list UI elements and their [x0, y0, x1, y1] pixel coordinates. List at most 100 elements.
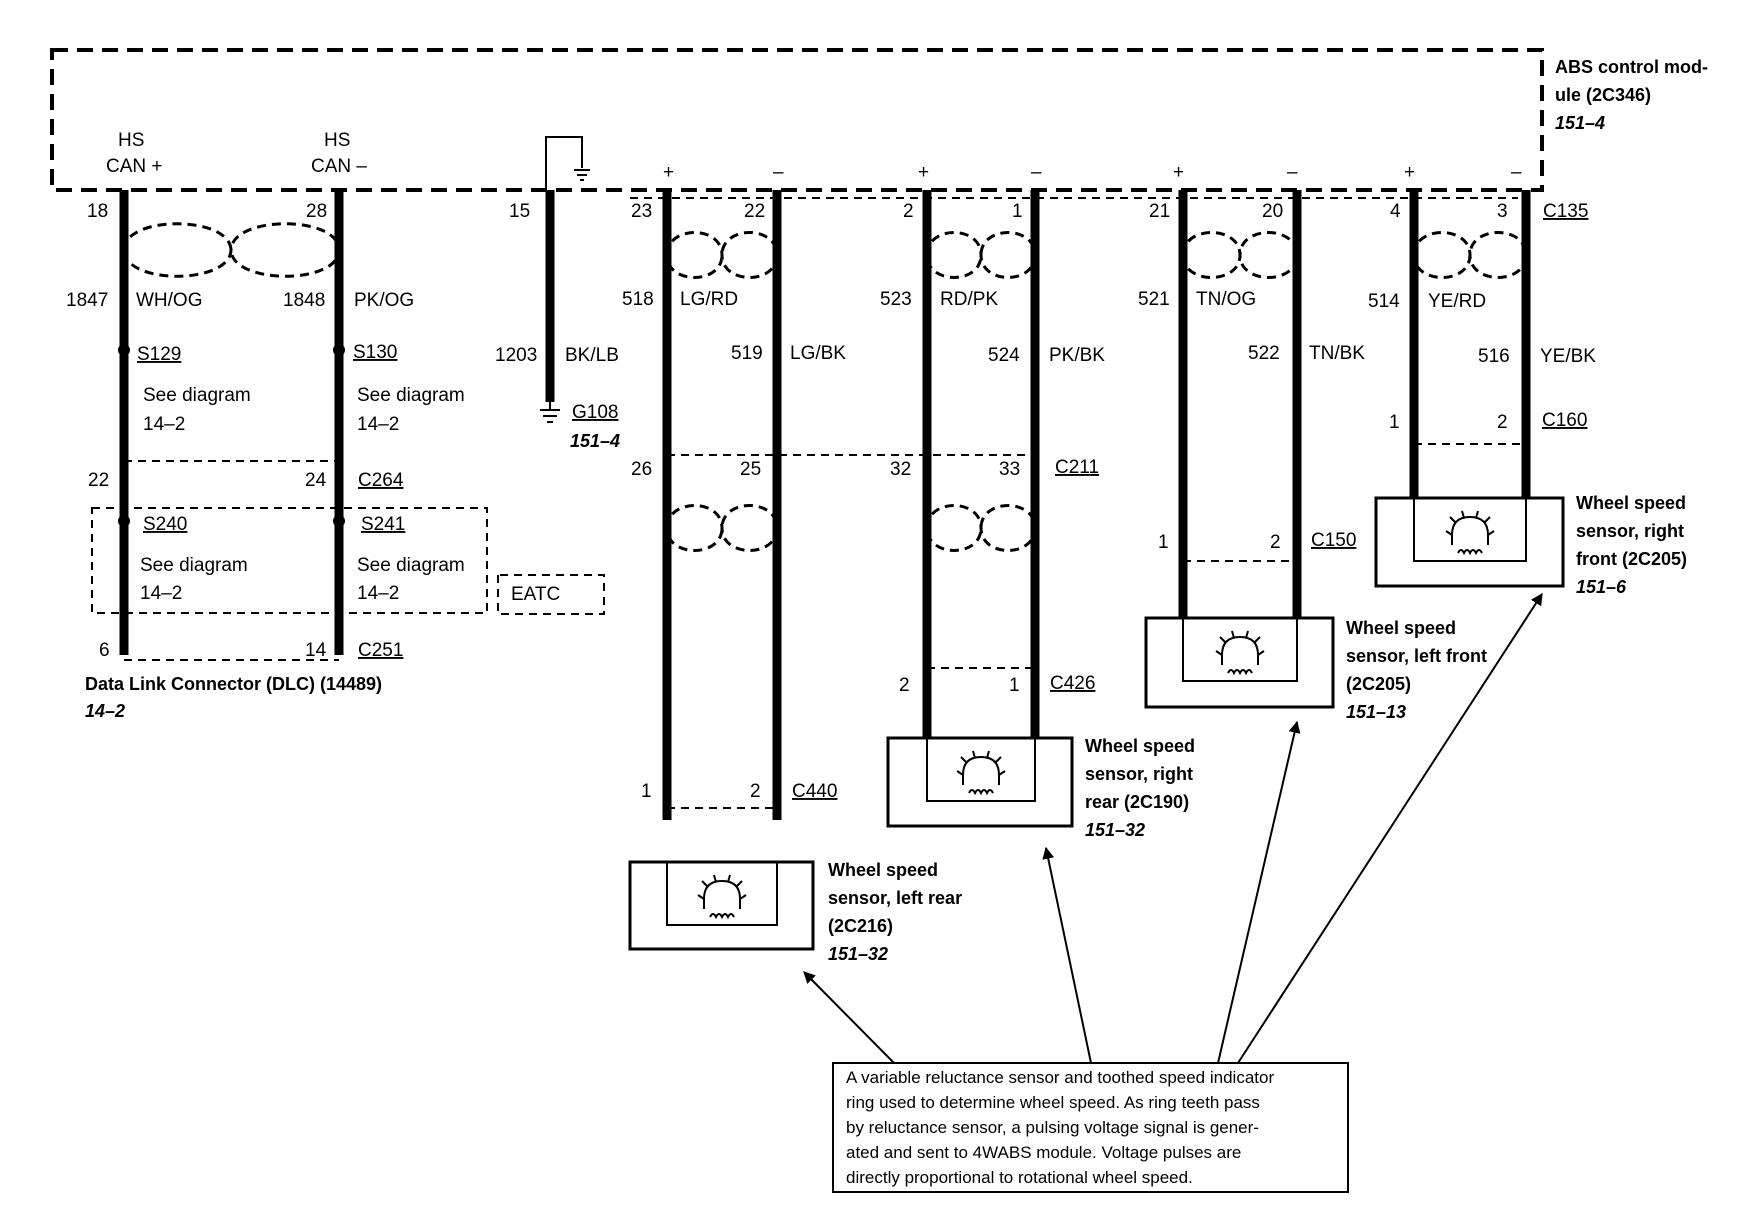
lr-c440-minus: 2: [750, 781, 761, 802]
rr-name-line3: rear (2C190): [1085, 792, 1189, 812]
can-right-see2-line2: 14–2: [357, 583, 399, 604]
rf-color-minus: YE/BK: [1540, 346, 1596, 367]
lf-circuit-minus: 522: [1248, 343, 1280, 364]
lf-minus-mark: –: [1287, 162, 1298, 183]
rf-name-line2: sensor, right: [1576, 521, 1684, 541]
can-left-pin: 18: [87, 201, 108, 222]
lf-pin-plus: 21: [1149, 201, 1170, 222]
hs-can-minus-line2: CAN –: [311, 156, 367, 177]
can-left-color: WH/OG: [136, 290, 203, 311]
dlc-title: Data Link Connector (DLC) (14489): [85, 674, 382, 694]
lr-circuit: [662, 190, 782, 820]
lf-ref: 151–13: [1346, 702, 1406, 722]
lr-name-line1: Wheel speed: [828, 860, 938, 880]
note-line5: directly proportional to rotational whee…: [846, 1168, 1193, 1187]
rf-ref: 151–6: [1576, 577, 1627, 597]
splice-s130-label: S130: [353, 342, 397, 363]
lr-ref: 151–32: [828, 944, 888, 964]
arrow-to-rr: [1042, 846, 1092, 1064]
hs-can-plus-line2: CAN +: [106, 156, 163, 177]
lr-pin-minus: 22: [744, 201, 765, 222]
c264-label: C264: [358, 470, 404, 491]
ground-pin: 15: [509, 201, 530, 222]
lr-c211-minus: 25: [740, 459, 761, 480]
c150-label: C150: [1311, 530, 1356, 551]
arrow-to-lf: [1217, 720, 1301, 1064]
lf-sensor-box: [1144, 616, 1335, 709]
rf-minus-mark: –: [1511, 162, 1522, 183]
lf-name-line3: (2C205): [1346, 674, 1411, 694]
can-right-color: PK/OG: [354, 290, 414, 311]
note-line4: ated and sent to 4WABS module. Voltage p…: [846, 1143, 1241, 1162]
can-left-circuit: 1847: [66, 290, 108, 311]
rr-pin-plus: 2: [903, 201, 914, 222]
rf-color-plus: YE/RD: [1428, 291, 1486, 312]
arrow-to-lr: [803, 971, 895, 1064]
module-ground-icon: [574, 169, 590, 181]
lr-minus-mark: –: [773, 162, 784, 183]
lf-color-minus: TN/BK: [1309, 343, 1365, 364]
can-twist: [122, 222, 341, 278]
abs-module-ref: 151–4: [1555, 113, 1605, 133]
rf-circuit-plus: 514: [1368, 291, 1400, 312]
note-line3: by reluctance sensor, a pulsing voltage …: [846, 1118, 1259, 1137]
lr-circuit-plus: 518: [622, 289, 654, 310]
lr-c440-plus: 1: [641, 781, 652, 802]
lr-color-plus: LG/RD: [680, 289, 738, 310]
rf-name-line1: Wheel speed: [1576, 493, 1686, 513]
rf-circuit-minus: 516: [1478, 346, 1510, 367]
splice-s240: [118, 515, 130, 527]
c160-label: C160: [1542, 410, 1587, 431]
lf-c150-minus: 2: [1270, 532, 1281, 553]
splice-s241: [333, 515, 345, 527]
rr-circuit: [922, 190, 1040, 738]
rr-color-minus: PK/BK: [1049, 345, 1105, 366]
lr-circuit-minus: 519: [731, 343, 763, 364]
splice-s241-label: S241: [361, 514, 405, 535]
rf-pin-plus: 4: [1390, 201, 1401, 222]
hs-can-minus-line1: HS: [324, 130, 350, 151]
c440-label: C440: [792, 781, 837, 802]
lr-color-minus: LG/BK: [790, 343, 846, 364]
lf-pin-minus: 20: [1262, 201, 1283, 222]
rf-circuit: [1409, 190, 1531, 498]
hs-can-plus-line1: HS: [118, 130, 144, 151]
c264-left-pin: 22: [88, 470, 109, 491]
lf-c150-plus: 1: [1158, 532, 1169, 553]
lr-name-line3: (2C216): [828, 916, 893, 936]
rr-name-line2: sensor, right: [1085, 764, 1193, 784]
rr-c426-minus: 1: [1009, 675, 1020, 696]
can-right-pin: 28: [306, 201, 327, 222]
lr-name-line2: sensor, left rear: [828, 888, 962, 908]
can-left-see-line2: 14–2: [143, 414, 185, 435]
c251-left-pin: 6: [99, 640, 110, 661]
ground-g108-icon: [540, 402, 560, 423]
lr-c211-plus: 26: [631, 459, 652, 480]
can-right-circuit: 1848: [283, 290, 325, 311]
rf-name-line3: front (2C205): [1576, 549, 1687, 569]
rr-name-line1: Wheel speed: [1085, 736, 1195, 756]
splice-s240-label: S240: [143, 514, 187, 535]
can-right-see-line2: 14–2: [357, 414, 399, 435]
note-box: [832, 1062, 1349, 1193]
splice-region-outline: [91, 507, 488, 614]
eatc-box: [497, 574, 605, 615]
rr-sensor-box: [886, 736, 1074, 828]
rr-color-plus: RD/PK: [940, 289, 998, 310]
can-right-wire-group: [333, 190, 345, 655]
arrow-to-rf: [1237, 592, 1543, 1064]
can-left-see2-line1: See diagram: [140, 555, 248, 576]
rr-pin-minus: 1: [1012, 201, 1023, 222]
rr-circuit-plus: 523: [880, 289, 912, 310]
rr-c211-plus: 32: [890, 459, 911, 480]
rf-plus-mark: +: [1404, 162, 1415, 183]
lf-color-plus: TN/OG: [1196, 289, 1256, 310]
c264-right-pin: 24: [305, 470, 327, 491]
eatc-label: EATC: [511, 584, 560, 605]
note-line1: A variable reluctance sensor and toothed…: [846, 1068, 1274, 1087]
c251-right-pin: 14: [305, 640, 327, 661]
lr-pin-plus: 23: [631, 201, 652, 222]
rr-ref: 151–32: [1085, 820, 1145, 840]
lf-name-line1: Wheel speed: [1346, 618, 1456, 638]
